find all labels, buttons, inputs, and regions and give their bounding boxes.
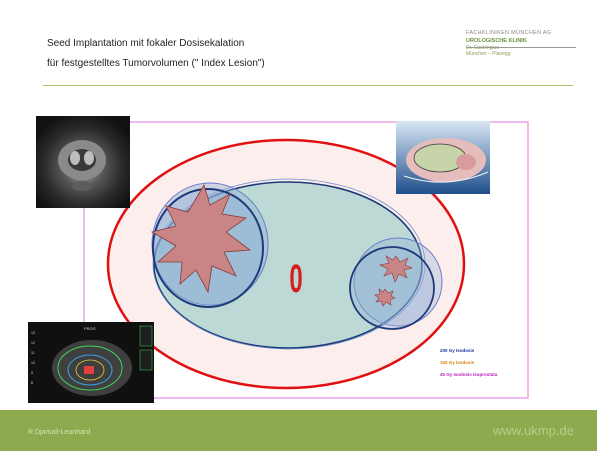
svg-text:11: 11 bbox=[31, 351, 35, 355]
center-urethra-marker: 0 bbox=[289, 256, 302, 301]
legend-item-150gy: 150 Gy Isodosis bbox=[440, 360, 474, 365]
svg-text:10: 10 bbox=[31, 361, 35, 365]
svg-text:PROG: PROG bbox=[84, 326, 96, 331]
svg-text:13: 13 bbox=[31, 331, 35, 335]
ultrasound-planning-image: PROG 13 12 11 10 9 8 bbox=[28, 322, 154, 403]
legend-item-45gy: 45 Gy Isodosis Isoprostata bbox=[440, 372, 497, 377]
prostate-3d-illustration bbox=[396, 121, 490, 194]
mri-image bbox=[36, 116, 130, 208]
svg-text:8: 8 bbox=[31, 381, 33, 385]
legend-item-200gy: 200 Gy Isodosis bbox=[440, 348, 474, 353]
svg-text:9: 9 bbox=[31, 371, 33, 375]
footer-url: www.ukmp.de bbox=[493, 423, 574, 438]
footer-author: R Djamali-Leonhard bbox=[28, 429, 90, 436]
svg-text:12: 12 bbox=[31, 341, 35, 345]
